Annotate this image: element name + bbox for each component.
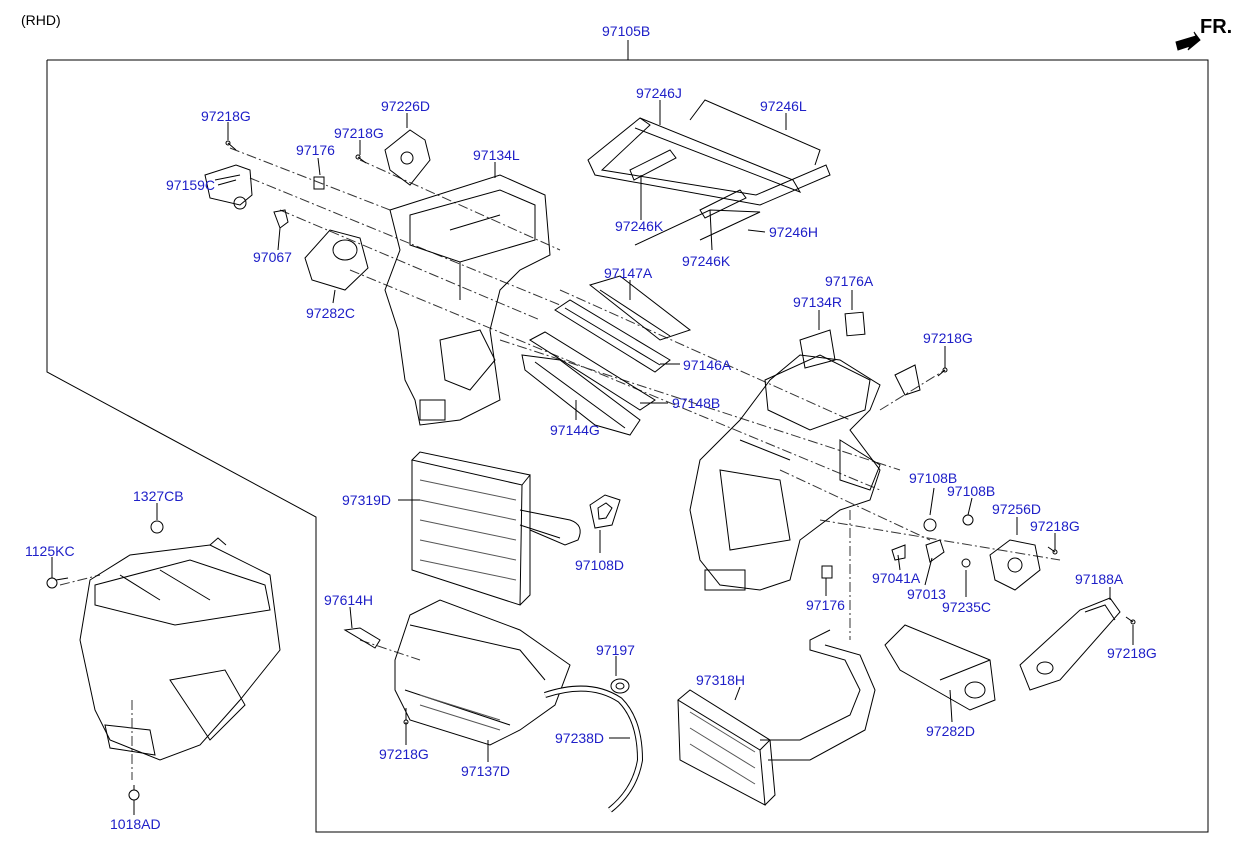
part-97282D-duct bbox=[884, 624, 996, 711]
part-label-97246H[interactable]: 97246H bbox=[769, 224, 819, 240]
part-label-1327CB[interactable]: 1327CB bbox=[133, 488, 184, 504]
part-97188A-duct bbox=[1019, 597, 1121, 691]
part-label-97197[interactable]: 97197 bbox=[596, 642, 635, 658]
part-label-97067[interactable]: 97067 bbox=[253, 249, 292, 265]
part-label-97108B[interactable]: 97108B bbox=[947, 483, 996, 499]
part-label-97282C[interactable]: 97282C bbox=[306, 305, 356, 321]
front-arrow-icon bbox=[1175, 31, 1201, 51]
part-97134L-case bbox=[384, 174, 551, 426]
part-97108B-nut-a bbox=[923, 518, 937, 532]
part-97226D-actuator bbox=[384, 129, 431, 186]
part-97176-clip-b bbox=[821, 565, 833, 579]
leader-lines bbox=[51, 100, 1134, 815]
part-label-97134L[interactable]: 97134L bbox=[473, 147, 520, 163]
part-label-97256D[interactable]: 97256D bbox=[992, 501, 1042, 517]
part-97159C-actuator bbox=[204, 164, 253, 210]
part-label-97108D[interactable]: 97108D bbox=[575, 557, 625, 573]
part-label-97137D[interactable]: 97137D bbox=[461, 763, 511, 779]
part-label-97159C[interactable]: 97159C bbox=[166, 177, 216, 193]
part-label-97176A[interactable]: 97176A bbox=[825, 273, 874, 289]
part-label-97319D[interactable]: 97319D bbox=[342, 492, 392, 508]
part-label-97282D[interactable]: 97282D bbox=[926, 723, 976, 739]
part-97176-clip bbox=[313, 176, 325, 190]
part-label-97013[interactable]: 97013 bbox=[907, 586, 946, 602]
part-label-97246K[interactable]: 97246K bbox=[682, 253, 731, 269]
part-label-97176[interactable]: 97176 bbox=[806, 597, 845, 613]
part-label-97188A[interactable]: 97188A bbox=[1075, 571, 1124, 587]
part-1125KC-bolt bbox=[46, 577, 69, 589]
part-hvac-assembly bbox=[79, 537, 281, 761]
part-97147A-door bbox=[588, 275, 692, 341]
part-label-97226D[interactable]: 97226D bbox=[381, 98, 431, 114]
part-97134R-case bbox=[689, 329, 881, 591]
direction-label: FR. bbox=[1200, 16, 1233, 38]
part-label-97218G[interactable]: 97218G bbox=[1030, 518, 1080, 534]
part-label-97108B[interactable]: 97108B bbox=[909, 470, 958, 486]
part-97235C bbox=[961, 558, 971, 568]
assembly-label[interactable]: 97105B bbox=[602, 23, 651, 39]
assembly-frame bbox=[46, 59, 1209, 833]
part-97318H-heater-core bbox=[677, 629, 876, 806]
part-label-97148B[interactable]: 97148B bbox=[672, 395, 721, 411]
part-97238D-hose-fill bbox=[544, 686, 643, 812]
part-label-97144G[interactable]: 97144G bbox=[550, 422, 600, 438]
part-label-97218G[interactable]: 97218G bbox=[923, 330, 973, 346]
part-label-97218G[interactable]: 97218G bbox=[1107, 645, 1157, 661]
part-1018AD-bolt bbox=[128, 785, 140, 801]
part-label-97041A[interactable]: 97041A bbox=[872, 570, 921, 586]
part-97137D-lower-case bbox=[394, 599, 571, 746]
part-97256D-actuator bbox=[989, 539, 1041, 591]
part-97614H-sensor bbox=[343, 627, 381, 649]
part-97282C-duct bbox=[304, 229, 369, 291]
variant-note: (RHD) bbox=[21, 12, 61, 28]
part-label-97318H[interactable]: 97318H bbox=[696, 672, 746, 688]
part-label-97218G[interactable]: 97218G bbox=[379, 746, 429, 762]
part-97067 bbox=[273, 209, 289, 229]
part-label-97238D[interactable]: 97238D bbox=[555, 730, 605, 746]
screws bbox=[225, 140, 1136, 725]
part-label-97146A[interactable]: 97146A bbox=[683, 357, 732, 373]
part-97041A bbox=[891, 544, 906, 561]
part-label-1125KC[interactable]: 1125KC bbox=[25, 543, 75, 559]
part-label-97235C[interactable]: 97235C bbox=[942, 599, 992, 615]
part-97013 bbox=[925, 539, 945, 563]
part-97176A-pad bbox=[844, 311, 866, 337]
center-lines bbox=[59, 147, 1061, 780]
part-label-1018AD[interactable]: 1018AD bbox=[110, 816, 161, 832]
part-label-97218G[interactable]: 97218G bbox=[201, 108, 251, 124]
part-label-97246K[interactable]: 97246K bbox=[615, 218, 664, 234]
part-97108B-nut-b bbox=[962, 514, 974, 526]
part-1327CB-nut bbox=[150, 520, 164, 534]
part-97319D-evaporator bbox=[411, 451, 581, 606]
part-97108D-grommet bbox=[589, 494, 621, 529]
part-97148B-door bbox=[529, 331, 656, 411]
part-label-97134R[interactable]: 97134R bbox=[793, 294, 843, 310]
part-label-97246J[interactable]: 97246J bbox=[636, 85, 682, 101]
part-97144G-door bbox=[521, 354, 641, 436]
part-bracket bbox=[894, 364, 921, 396]
part-97246-filters bbox=[587, 99, 831, 246]
part-97146A-door bbox=[554, 299, 671, 373]
part-97197-grommet bbox=[610, 678, 630, 694]
part-label-97246L[interactable]: 97246L bbox=[760, 98, 807, 114]
part-label-97614H[interactable]: 97614H bbox=[324, 592, 374, 608]
part-label-97176[interactable]: 97176 bbox=[296, 142, 335, 158]
part-label-97147A[interactable]: 97147A bbox=[604, 265, 653, 281]
part-label-97218G[interactable]: 97218G bbox=[334, 125, 384, 141]
